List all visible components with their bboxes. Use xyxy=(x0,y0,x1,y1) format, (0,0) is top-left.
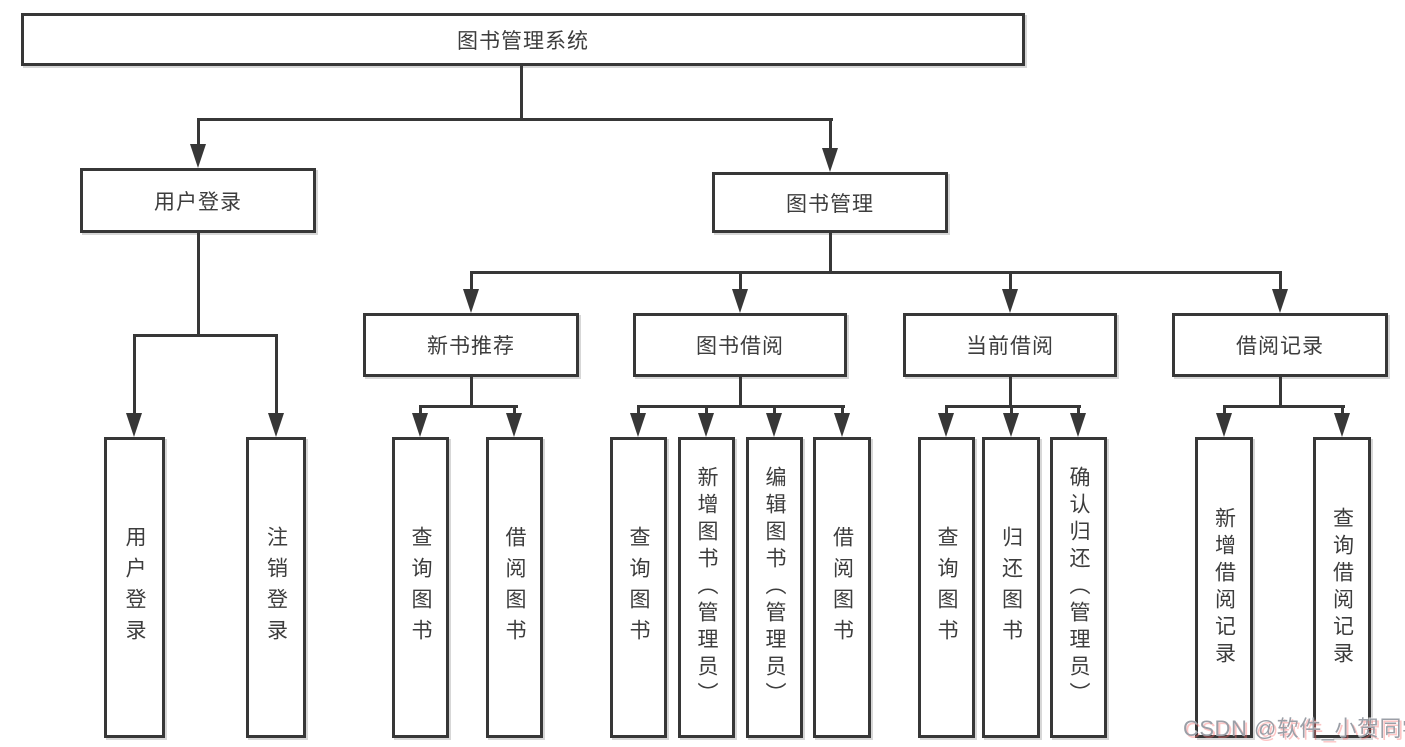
connector-vline xyxy=(1009,271,1012,292)
connector-vline xyxy=(773,405,776,417)
leaf-query-borrow-record: 查询借阅记录 xyxy=(1313,437,1371,738)
leaf-add-borrow-record: 新增借阅记录 xyxy=(1195,437,1253,738)
connector-vline xyxy=(829,118,832,152)
connector-vline xyxy=(470,271,473,292)
leaf-edit-books-admin: 编辑图书（管理员） xyxy=(746,437,803,738)
leaf-borrowing-borrow-books: 借阅图书 xyxy=(813,437,871,738)
node-label: 当前借阅 xyxy=(966,335,1054,358)
node-label: 新增图书（管理员） xyxy=(695,466,718,709)
node-current-borrowing: 当前借阅 xyxy=(903,313,1117,377)
arrowhead-icon xyxy=(834,413,850,437)
node-label: 借阅记录 xyxy=(1236,335,1324,358)
connector-vline xyxy=(197,118,200,148)
node-label: 查询图书 xyxy=(627,525,650,650)
arrowhead-icon xyxy=(732,289,748,313)
connector-hline xyxy=(637,405,845,408)
node-label: 确认归还（管理员） xyxy=(1067,466,1090,709)
node-label: 图书管理 xyxy=(786,192,874,216)
node-label: 新书推荐 xyxy=(427,335,515,358)
leaf-add-books-admin: 新增图书（管理员） xyxy=(678,437,735,738)
connector-vline xyxy=(470,377,473,408)
arrowhead-icon xyxy=(506,413,522,437)
arrowhead-icon xyxy=(412,413,428,437)
connector-vline xyxy=(739,271,742,292)
connector-vline xyxy=(1223,405,1226,417)
node-label: 图书借阅 xyxy=(696,335,784,358)
arrowhead-icon xyxy=(463,289,479,313)
arrowhead-icon xyxy=(268,413,284,437)
node-label: 查询图书 xyxy=(409,525,432,650)
connector-hline xyxy=(133,334,278,337)
node-label: 归还图书 xyxy=(999,525,1023,650)
connector-vline xyxy=(133,334,136,417)
node-borrowing-records: 借阅记录 xyxy=(1172,313,1388,377)
connector-vline xyxy=(1279,271,1282,292)
node-label: 注销登录 xyxy=(264,525,288,650)
connector-vline xyxy=(1279,377,1282,408)
connector-vline xyxy=(419,405,422,417)
node-label: 查询借阅记录 xyxy=(1330,506,1354,669)
connector-hline xyxy=(470,271,1282,274)
connector-vline xyxy=(637,405,640,417)
node-library-management-system: 图书管理系统 xyxy=(21,13,1025,66)
connector-vline xyxy=(1077,405,1080,417)
leaf-current-query-books: 查询图书 xyxy=(918,437,975,738)
arrowhead-icon xyxy=(1216,413,1232,437)
leaf-return-books: 归还图书 xyxy=(982,437,1040,738)
leaf-borrowing-query-books: 查询图书 xyxy=(610,437,667,738)
node-label: 用户登录 xyxy=(123,525,146,650)
connector-hline xyxy=(1223,405,1345,408)
connector-vline xyxy=(275,334,278,417)
arrowhead-icon xyxy=(1334,413,1350,437)
connector-vline xyxy=(1009,377,1012,408)
arrowhead-icon xyxy=(126,413,142,437)
connector-vline xyxy=(945,405,948,417)
arrowhead-icon xyxy=(630,413,646,437)
connector-vline xyxy=(841,405,844,417)
leaf-recommend-query-books: 查询图书 xyxy=(392,437,449,738)
connector-vline xyxy=(1010,405,1013,417)
connector-hline xyxy=(197,118,833,121)
csdn-watermark: CSDN @软件_小贺同学 xyxy=(1183,716,1405,741)
arrowhead-icon xyxy=(698,413,714,437)
connector-hline xyxy=(945,405,1081,408)
connector-vline xyxy=(520,66,523,120)
arrowhead-icon xyxy=(190,144,206,168)
arrowhead-icon xyxy=(1002,289,1018,313)
node-new-book-recommendation: 新书推荐 xyxy=(363,313,579,377)
node-label: 查询图书 xyxy=(935,525,958,650)
connector-vline xyxy=(513,405,516,417)
arrowhead-icon xyxy=(1003,413,1019,437)
node-label: 用户登录 xyxy=(154,190,242,214)
node-user-login: 用户登录 xyxy=(80,168,316,233)
arrowhead-icon xyxy=(1272,289,1288,313)
node-label: 图书管理系统 xyxy=(457,29,589,53)
arrowhead-icon xyxy=(822,148,838,172)
arrowhead-icon xyxy=(938,413,954,437)
leaf-recommend-borrow-books: 借阅图书 xyxy=(486,437,543,738)
leaf-logout: 注销登录 xyxy=(246,437,306,738)
node-label: 新增借阅记录 xyxy=(1212,506,1236,669)
leaf-confirm-return-admin: 确认归还（管理员） xyxy=(1050,437,1107,738)
leaf-user-login: 用户登录 xyxy=(104,437,165,738)
connector-vline xyxy=(739,377,742,408)
node-book-management: 图书管理 xyxy=(712,172,948,233)
node-book-borrowing: 图书借阅 xyxy=(633,313,847,377)
node-label: 借阅图书 xyxy=(830,525,854,650)
connector-vline xyxy=(1341,405,1344,417)
connector-vline xyxy=(197,233,200,336)
node-label: 编辑图书（管理员） xyxy=(763,466,786,709)
connector-hline xyxy=(419,405,518,408)
connector-vline xyxy=(705,405,708,417)
arrowhead-icon xyxy=(766,413,782,437)
arrowhead-icon xyxy=(1070,413,1086,437)
node-label: 借阅图书 xyxy=(503,525,526,650)
connector-vline xyxy=(829,233,832,273)
